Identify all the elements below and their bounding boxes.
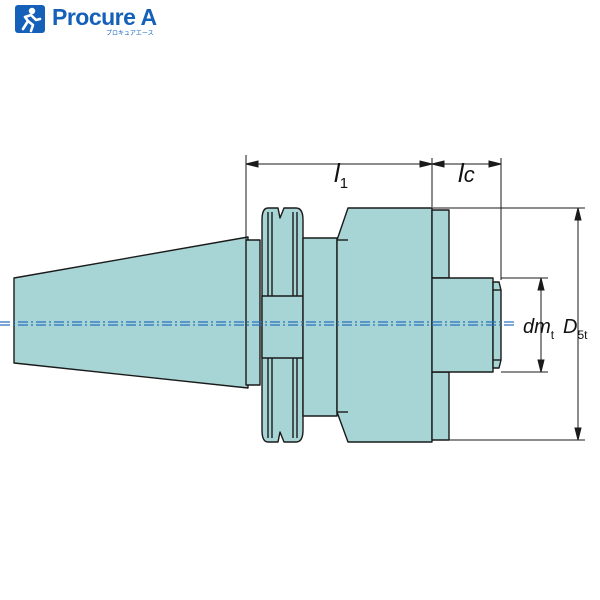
label-d5t: D5t	[563, 316, 588, 342]
dimension-lines	[245, 155, 585, 441]
label-lc: lc	[458, 158, 475, 188]
shank-neck	[245, 239, 261, 386]
logo-name: Procure A	[52, 4, 157, 30]
center-line	[0, 321, 515, 326]
taper-shank	[13, 236, 249, 389]
drive-dog-top	[431, 209, 450, 279]
label-dmt: dmt	[523, 316, 555, 342]
drive-dog-bottom	[431, 371, 450, 441]
flange-grooves	[267, 212, 298, 438]
procure-a-logo: Procure A プロキュアエース	[14, 0, 194, 42]
waist	[302, 237, 338, 417]
drive-slot	[261, 295, 304, 359]
logo-tagline: プロキュアエース	[106, 30, 154, 37]
label-l1: l1	[334, 158, 348, 192]
running-person-icon	[15, 5, 45, 33]
